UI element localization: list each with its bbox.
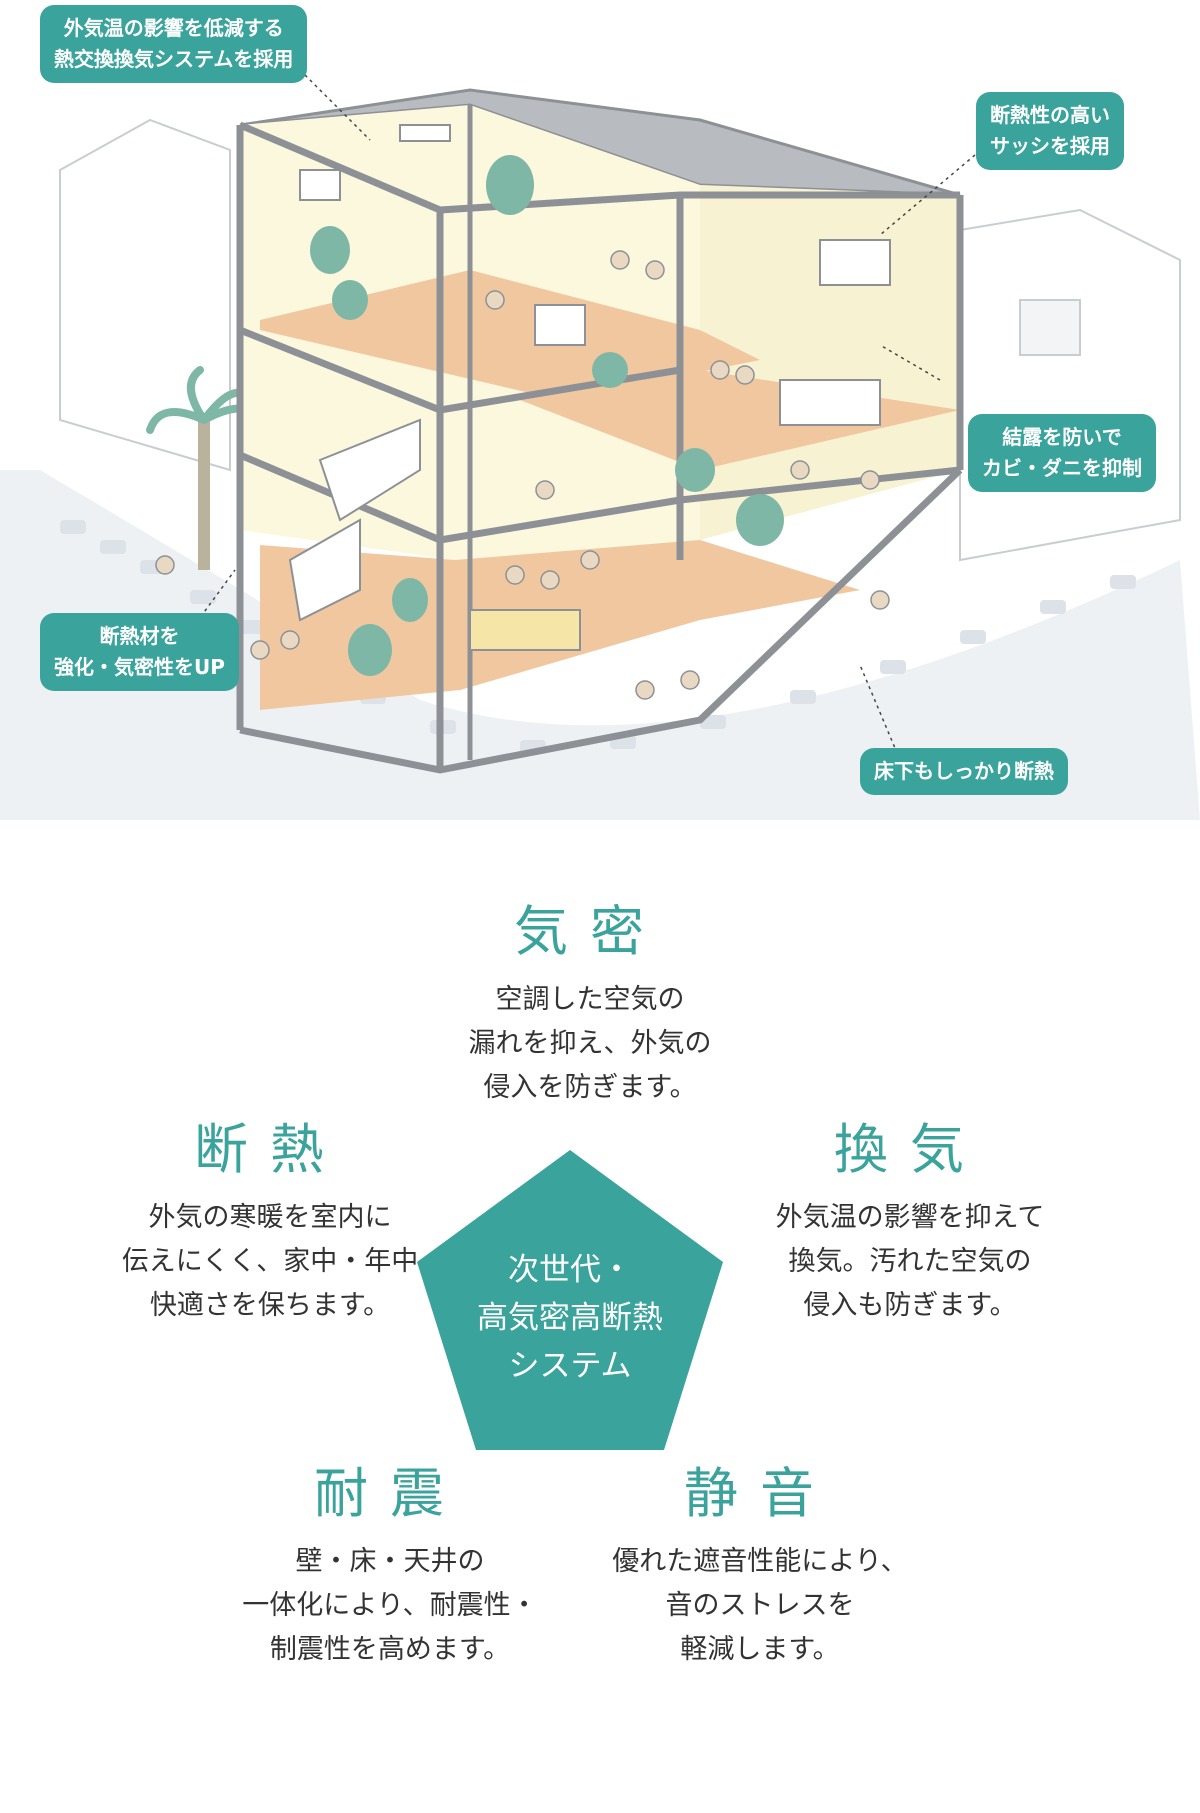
center-line: システム bbox=[508, 1348, 632, 1384]
right-neighbour-building bbox=[959, 208, 1181, 562]
description-line: 空調した空気の bbox=[495, 984, 685, 1015]
callout-line: 強化・気密性をUP bbox=[54, 655, 225, 679]
feature-title: 気密 bbox=[514, 900, 666, 963]
center-system-label: 次世代・ 高気密高断熱 システム bbox=[417, 1150, 723, 1390]
feature-title: 静音 bbox=[684, 1462, 836, 1525]
callout-line: 結露を防いで bbox=[1002, 425, 1122, 449]
description-line: 外気の寒暖を室内に bbox=[148, 1202, 392, 1233]
pentagon-shape bbox=[417, 1150, 723, 1450]
feature-description: 壁・床・天井の 一体化により、耐震性・ 制震性を高めます。 bbox=[180, 1540, 600, 1672]
callout-insulation-material: 断熱材を 強化・気密性をUP bbox=[40, 613, 239, 691]
people-illustrations bbox=[155, 250, 890, 700]
description-line: 漏れを抑え、外気の bbox=[468, 1028, 712, 1059]
callout-condensation: 結露を防いで カビ・ダニを抑制 bbox=[968, 414, 1156, 492]
description-line: 伝えにくく、家中・年中 bbox=[121, 1246, 419, 1277]
description-line: 優れた遮音性能により、 bbox=[612, 1546, 908, 1577]
description-line: 侵入も防ぎます。 bbox=[803, 1290, 1017, 1321]
feature-title: 耐震 bbox=[314, 1462, 466, 1525]
plant-illustrations bbox=[310, 155, 784, 676]
callout-line: サッシを採用 bbox=[990, 134, 1110, 158]
center-pentagon: 次世代・ 高気密高断熱 システム bbox=[417, 1150, 723, 1450]
description-line: 軽減します。 bbox=[680, 1634, 840, 1665]
feature-title: 換気 bbox=[834, 1118, 986, 1181]
description-line: 外気温の影響を抑えて bbox=[775, 1202, 1045, 1233]
callout-underfloor-insulation: 床下もしっかり断熱 bbox=[860, 748, 1068, 795]
callout-ventilation-system: 外気温の影響を低減する 熱交換換気システムを採用 bbox=[40, 5, 308, 83]
feature-title: 断熱 bbox=[194, 1118, 346, 1181]
feature-description: 外気温の影響を抑えて 換気。汚れた空気の 侵入も防ぎます。 bbox=[700, 1196, 1120, 1328]
feature-description: 空調した空気の 漏れを抑え、外気の 侵入を防ぎます。 bbox=[380, 978, 800, 1110]
callout-line: 外気温の影響を低減する bbox=[63, 16, 284, 40]
house-cutaway-illustration bbox=[0, 69, 1200, 820]
description-line: 壁・床・天井の bbox=[295, 1546, 485, 1577]
interior-details bbox=[288, 124, 891, 651]
description-line: 侵入を防ぎます。 bbox=[483, 1072, 697, 1103]
feature-insulation: 断熱 外気の寒暖を室内に 伝えにくく、家中・年中 快適さを保ちます。 bbox=[60, 1118, 480, 1328]
feature-airtight: 気密 空調した空気の 漏れを抑え、外気の 侵入を防ぎます。 bbox=[380, 900, 800, 1110]
feature-ventilation: 換気 外気温の影響を抑えて 換気。汚れた空気の 侵入も防ぎます。 bbox=[700, 1118, 1120, 1328]
feature-description: 優れた遮音性能により、 音のストレスを 軽減します。 bbox=[550, 1540, 970, 1672]
description-line: 一体化により、耐震性・ bbox=[242, 1590, 538, 1621]
description-line: 換気。汚れた空気の bbox=[788, 1246, 1032, 1277]
feature-seismic: 耐震 壁・床・天井の 一体化により、耐震性・ 制震性を高めます。 bbox=[180, 1462, 600, 1672]
description-line: 制震性を高めます。 bbox=[269, 1634, 511, 1665]
center-line: 高気密高断熱 bbox=[477, 1300, 663, 1336]
description-line: 音のストレスを bbox=[665, 1590, 855, 1621]
callout-line: 断熱材を bbox=[99, 624, 180, 648]
callout-line: 床下もしっかり断熱 bbox=[874, 759, 1054, 783]
feature-quiet: 静音 優れた遮音性能により、 音のストレスを 軽減します。 bbox=[550, 1462, 970, 1672]
description-line: 快適さを保ちます。 bbox=[149, 1290, 391, 1321]
callout-line: 熱交換換気システムを採用 bbox=[54, 47, 294, 71]
feature-description: 外気の寒暖を室内に 伝えにくく、家中・年中 快適さを保ちます。 bbox=[60, 1196, 480, 1328]
callout-line: カビ・ダニを抑制 bbox=[982, 456, 1142, 480]
callout-insulating-sash: 断熱性の高い サッシを採用 bbox=[976, 92, 1124, 170]
callout-line: 断熱性の高い bbox=[990, 103, 1110, 127]
center-line: 次世代・ bbox=[508, 1252, 632, 1288]
